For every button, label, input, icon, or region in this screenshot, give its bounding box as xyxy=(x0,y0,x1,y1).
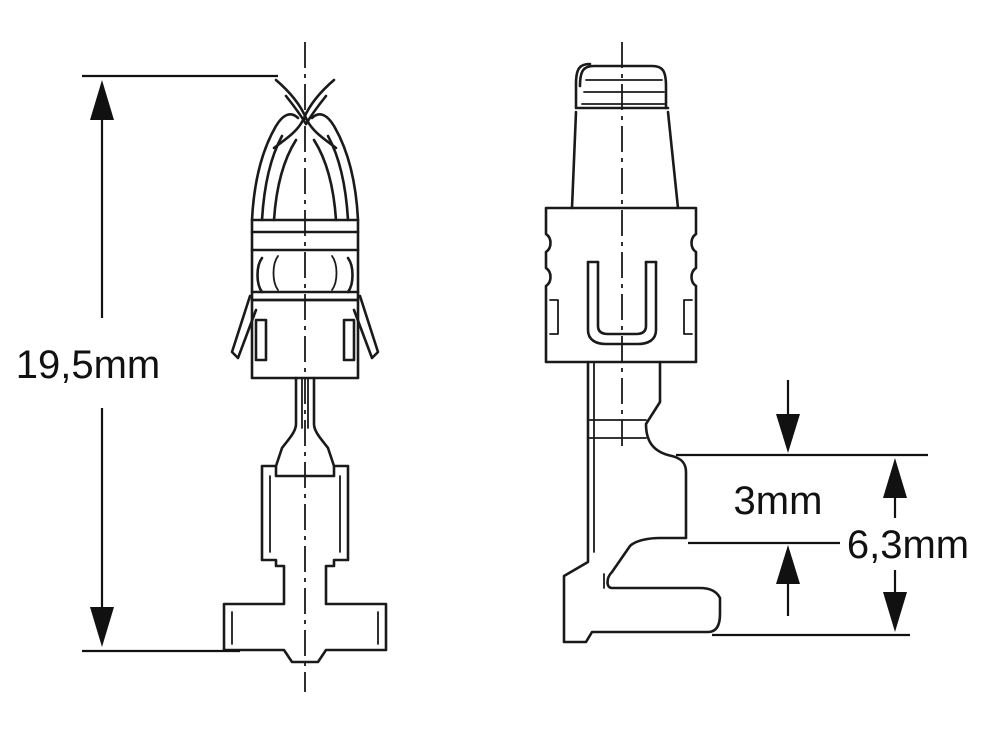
gap-arrow-up xyxy=(776,545,800,584)
front-view: 19,5mm xyxy=(16,42,388,692)
front-crimp xyxy=(222,464,388,664)
length-arrow-up xyxy=(90,80,114,120)
side-view: 3mm 6,3mm xyxy=(544,42,969,644)
side-stem xyxy=(562,360,722,644)
gap-label: 3mm xyxy=(734,479,823,523)
length-label: 19,5mm xyxy=(16,343,161,387)
side-body xyxy=(544,206,698,364)
front-spring-contacts xyxy=(250,78,360,222)
side-dimensions: 3mm 6,3mm xyxy=(676,380,969,637)
width-label: 6,3mm xyxy=(847,523,969,567)
side-contact-top xyxy=(570,62,680,210)
front-neck xyxy=(274,376,336,468)
length-arrow-down xyxy=(90,607,114,647)
front-body xyxy=(230,218,380,380)
width-arrow-down xyxy=(883,592,907,632)
width-arrow-up xyxy=(883,458,907,498)
length-dimension: 19,5mm xyxy=(16,74,278,653)
gap-arrow-down xyxy=(776,414,800,453)
